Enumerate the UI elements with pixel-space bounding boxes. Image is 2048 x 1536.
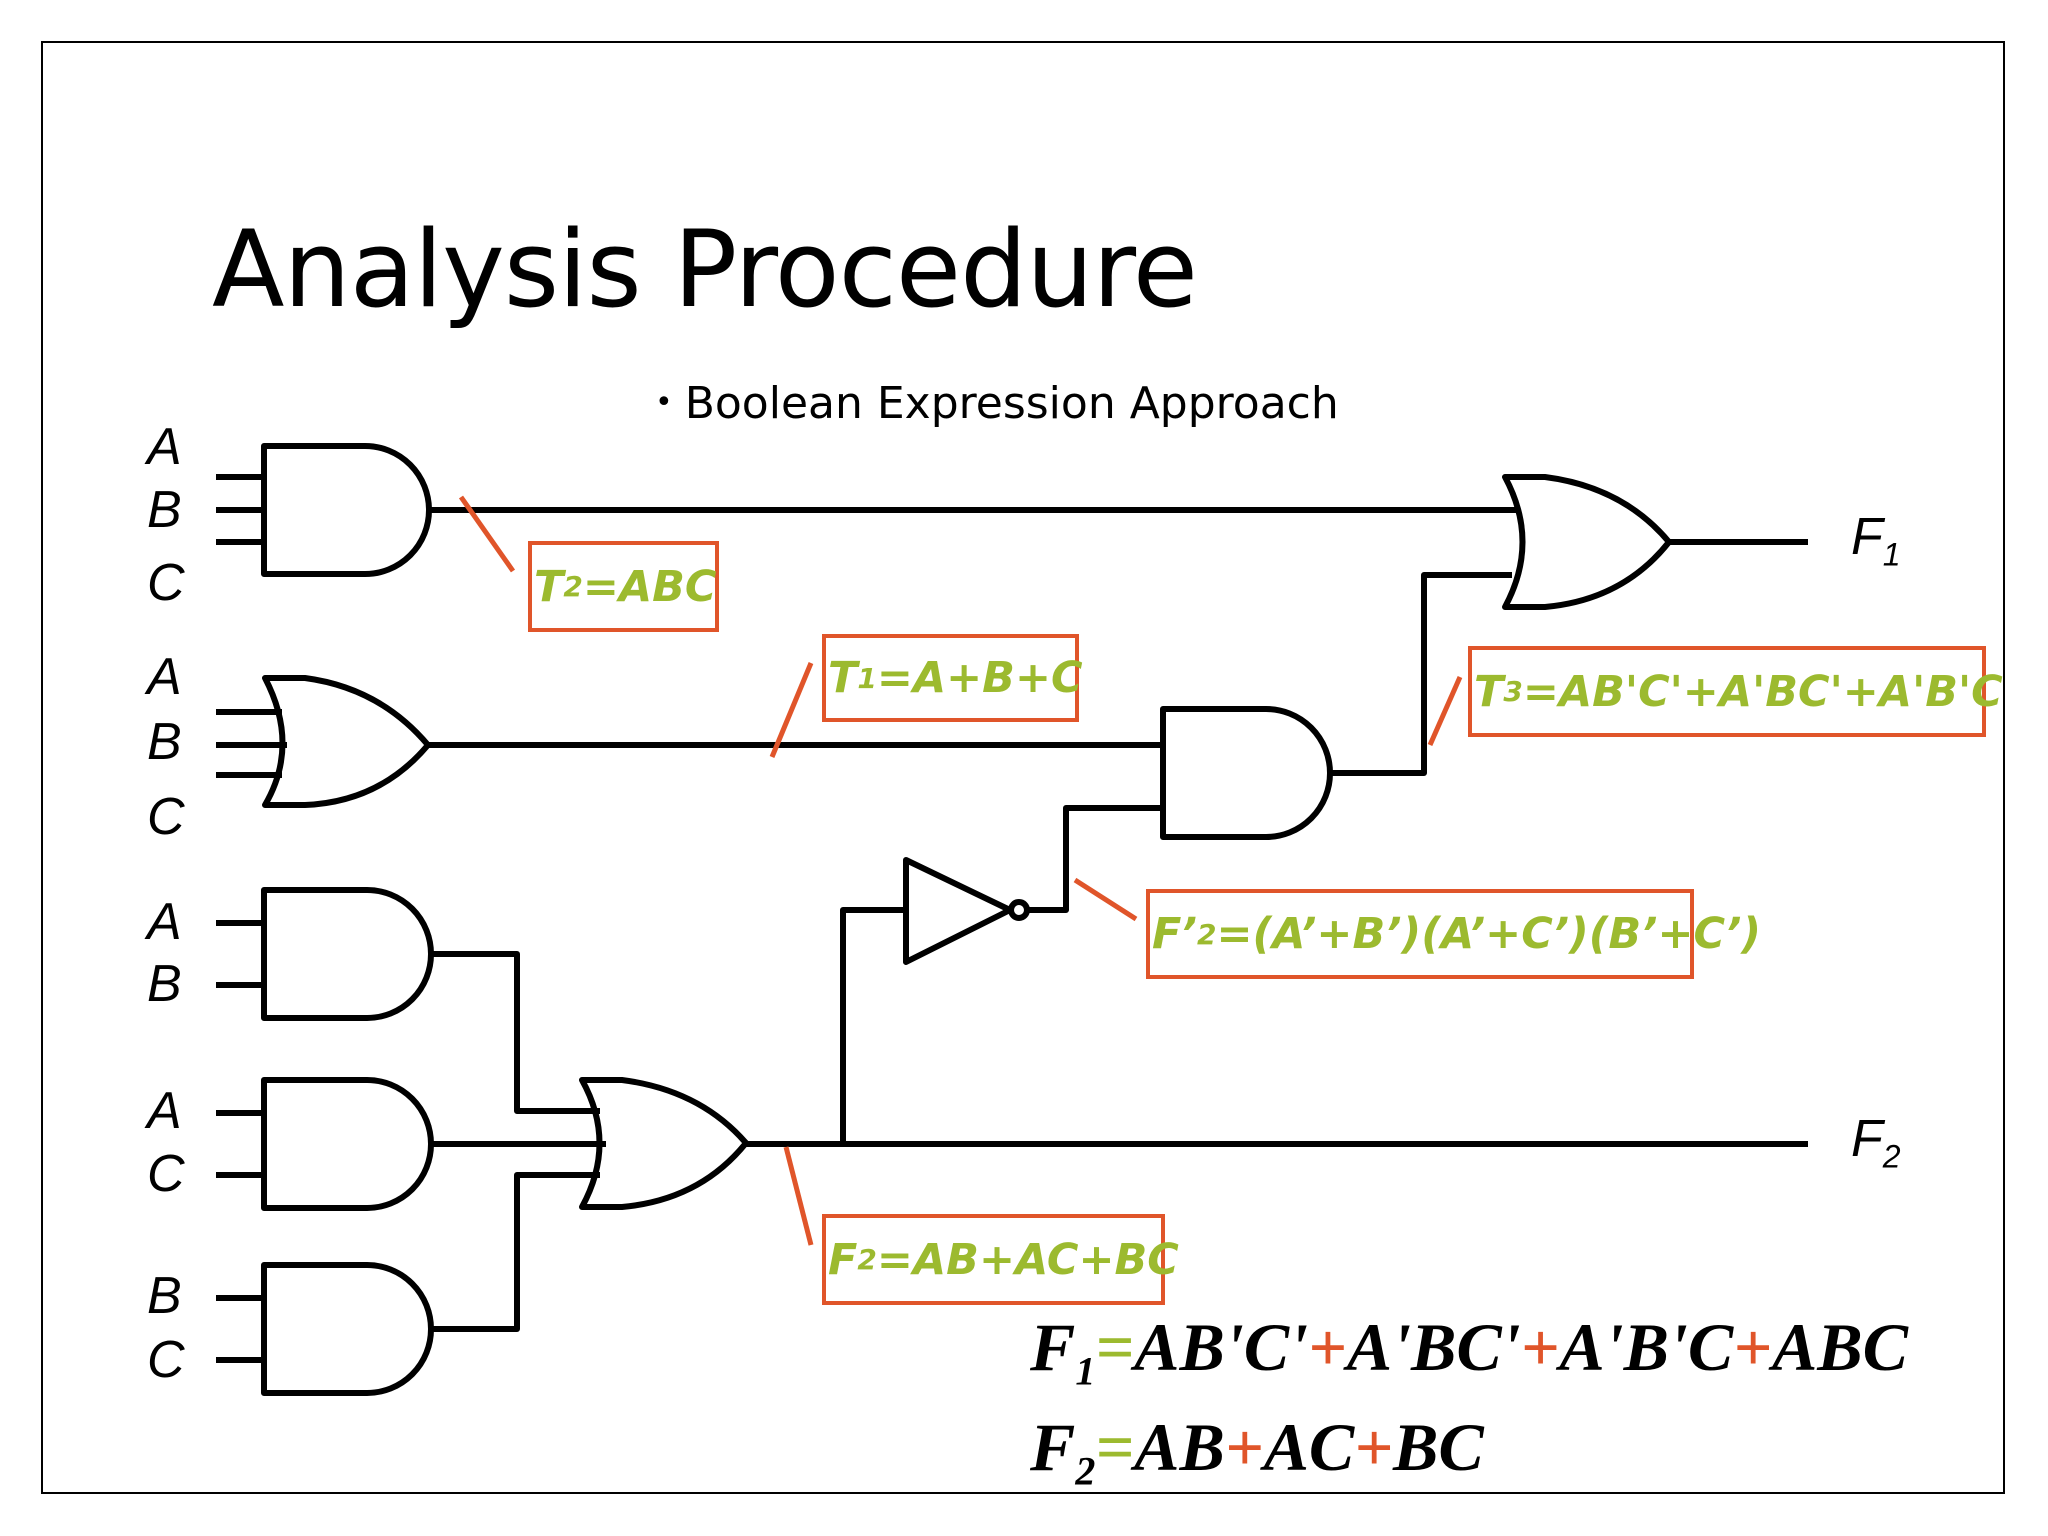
input-label-g3-b: B (147, 955, 182, 1013)
and-gate-7 (1160, 706, 1333, 840)
not-gate (903, 857, 1013, 965)
input-label-g4-c: C (147, 1145, 185, 1203)
input-label-g1-b: B (147, 481, 182, 539)
input-label-g3-a: A (147, 893, 182, 951)
or-gate-8 (1502, 474, 1672, 610)
and-gate-3 (261, 887, 434, 1021)
input-label-g5-c: C (147, 1331, 185, 1389)
pointer-f2 (783, 1146, 814, 1246)
pointer-t3 (1427, 675, 1463, 747)
pointer-t1 (769, 662, 814, 758)
wire-g3-to-g6 (431, 951, 600, 1114)
input-label-g1-c: C (147, 554, 185, 612)
input-label-g4-a: A (147, 1082, 182, 1140)
bullet-dot-icon: • (655, 385, 673, 420)
wire-t3-to-or (1330, 572, 1512, 776)
and-gate-5 (261, 1262, 434, 1396)
wire-not-to-and (1027, 805, 1163, 913)
and-gate-4 (261, 1077, 434, 1211)
input-label-g5-b: B (147, 1267, 182, 1325)
not-gate-bubble (1008, 899, 1030, 921)
output-label-f2: F2 (1851, 1110, 1901, 1175)
input-label-g2-b: B (147, 713, 182, 771)
input-label-g1-a: A (147, 418, 182, 476)
equation-f1: F1=AB'C'+A'BC'+A'B'C+ABC (1030, 1309, 1909, 1394)
wire-f2-to-not (840, 907, 906, 1144)
input-label-g2-a: A (147, 648, 182, 706)
bullet-item: • Boolean Expression Approach (655, 378, 1339, 429)
pointer-t2 (458, 495, 516, 573)
and-gate-1 (261, 443, 432, 577)
annotation-f2-prime: F’2=(A’+B’)(A’+C’)(B’+C’) (1146, 889, 1761, 979)
wire-g5-to-g6 (431, 1172, 600, 1332)
page-title: Analysis Procedure (212, 208, 1198, 331)
or-gate-2 (262, 675, 431, 808)
equation-f2: F2=AB+AC+BC (1030, 1409, 1484, 1494)
input-label-g2-c: C (147, 788, 185, 846)
slide-frame (41, 41, 2005, 1494)
or-gate-6 (579, 1077, 749, 1210)
bullet-text: Boolean Expression Approach (684, 378, 1339, 429)
output-label-f1: F1 (1851, 508, 1901, 573)
pointer-f2p (1073, 877, 1138, 922)
